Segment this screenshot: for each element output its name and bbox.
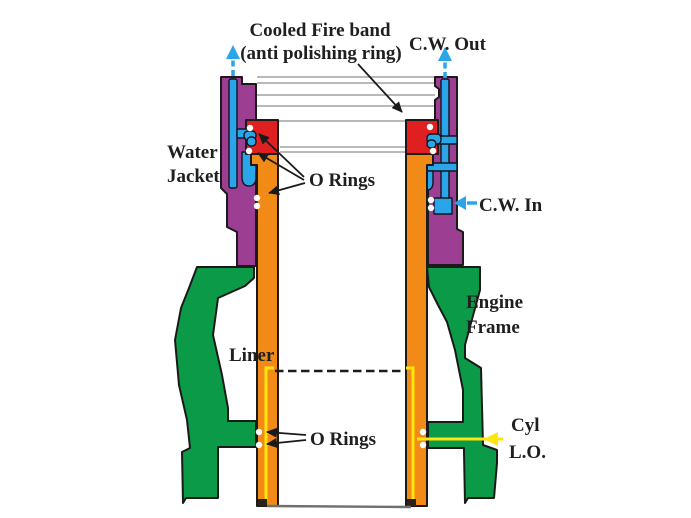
cw-inlet-port <box>433 197 453 215</box>
cw-hook-left-tip <box>246 136 257 147</box>
o-rings-lower-label: O Rings <box>310 429 376 450</box>
o-ring <box>419 441 427 449</box>
cw-hook-right-tip <box>426 139 437 149</box>
cw-out-arrowhead-left-icon <box>226 45 240 59</box>
o-ring <box>246 124 254 132</box>
o-ring-arrow-icon <box>266 427 307 438</box>
cooling-water-flow-arrows <box>226 45 477 210</box>
cw-in-label: C.W. In <box>479 195 543 216</box>
o-ring <box>429 147 437 155</box>
bore-lines <box>257 76 435 153</box>
lube-oil-lines <box>264 366 503 500</box>
annotation-arrows <box>257 63 403 448</box>
liner-bottom-cap-right <box>407 499 416 506</box>
engine-frame-right-section <box>426 266 498 504</box>
engine-frame-left-section <box>174 266 257 504</box>
o-ring <box>255 441 263 449</box>
o-ring-arrow-icon <box>266 438 307 448</box>
liner-label: Liner <box>229 345 275 366</box>
cyl-lo-label-line2: L.O. <box>509 442 546 463</box>
engine-frame-label-line1: Engine <box>466 292 523 313</box>
o-ring-arrow-icon <box>258 133 305 178</box>
bore-bottom-line <box>266 504 412 509</box>
o-ring <box>427 204 435 212</box>
fire-band-cooling-channels <box>236 128 458 149</box>
cw-in-arrowhead-icon <box>454 196 466 210</box>
o-ring <box>419 428 427 436</box>
lube-groove-left <box>264 366 274 500</box>
cw-channel-left <box>228 78 238 189</box>
cw-out-arrowhead-right-icon <box>438 47 452 61</box>
o-ring-arrow-icon <box>268 182 306 196</box>
o-ring <box>253 194 261 202</box>
o-ring <box>253 202 261 210</box>
lube-arrow-icon <box>484 432 498 446</box>
liner-bottom-cap-left <box>258 499 267 506</box>
water-jacket-label-line2: Jacket <box>167 166 220 187</box>
o-rings-upper-label: O Rings <box>309 170 375 191</box>
o-ring <box>255 428 263 436</box>
o-ring <box>245 147 253 155</box>
o-ring-arrow-icon <box>257 152 305 181</box>
cyl-lo-label-line1: Cyl <box>511 415 540 436</box>
lube-groove-right <box>406 366 415 500</box>
fire-band-arrow-icon <box>357 63 403 113</box>
water-jacket-label-line1: Water <box>167 142 218 163</box>
fire-band-label-line1: Cooled Fire band <box>249 20 391 41</box>
engine-frame-label-line2: Frame <box>466 317 520 338</box>
cw-out-label: C.W. Out <box>409 34 487 55</box>
labels: Cooled Fire band (anti polishing ring) C… <box>167 20 546 463</box>
fire-band-label-line2: (anti polishing ring) <box>240 43 402 64</box>
o-ring-seals <box>245 123 437 449</box>
o-ring <box>427 196 435 204</box>
o-ring <box>426 123 434 131</box>
